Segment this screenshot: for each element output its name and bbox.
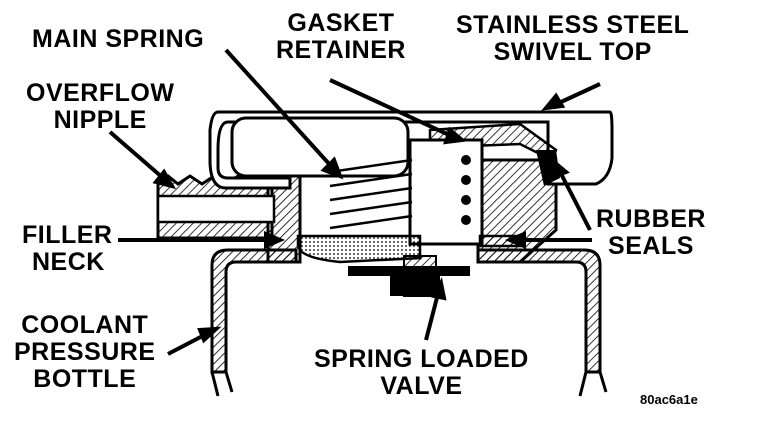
leader-arrows [108, 48, 601, 356]
label-coolant-bottle: COOLANT PRESSURE BOTTLE [14, 311, 156, 393]
main-spring [329, 158, 413, 230]
bottle-bottom-right [578, 371, 608, 397]
label-gasket-retainer: GASKET RETAINER [276, 9, 406, 64]
label-filler-neck: FILLER NECK [22, 221, 113, 276]
spring-housing [408, 138, 484, 246]
valve-stem [403, 255, 437, 297]
arrow-main-spring [224, 48, 342, 178]
label-main-spring: MAIN SPRING [32, 25, 205, 53]
overflow-nipple-bore [156, 194, 276, 224]
bottle-bottom-left [210, 371, 234, 397]
label-swivel-top: STAINLESS STEEL SWIVEL TOP [456, 11, 690, 66]
rubber-seal-top [536, 150, 560, 186]
arrow-gasket-retainer [329, 78, 461, 142]
figure-reference-code: 80ac6a1e [640, 392, 698, 407]
spring-coils [461, 155, 471, 225]
pressure-plate [296, 234, 422, 264]
label-rubber-seals: RUBBER SEALS [596, 205, 706, 260]
coolant-bottle-wall [210, 248, 298, 374]
label-spring-valve: SPRING LOADED VALVE [314, 345, 529, 400]
label-overflow-nipple: OVERFLOW NIPPLE [26, 79, 175, 134]
swivel-top-body [230, 116, 410, 178]
